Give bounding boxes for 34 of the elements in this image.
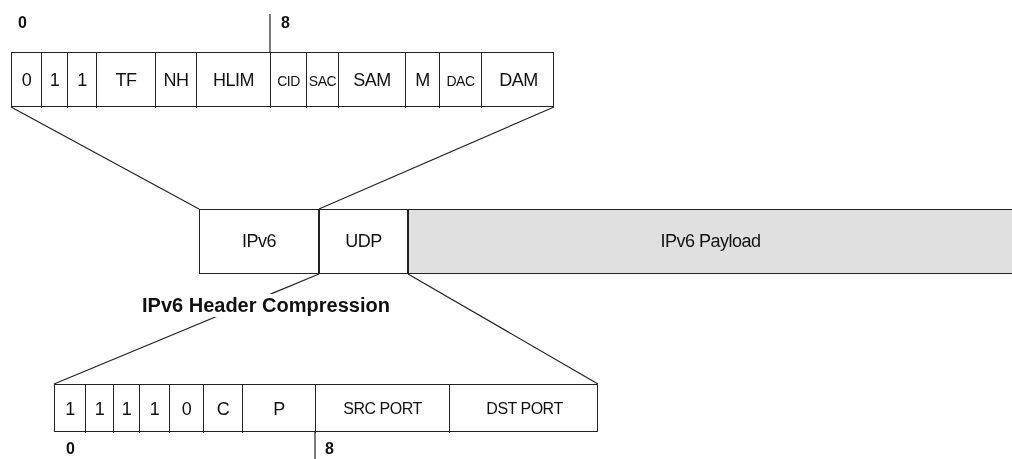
bit-field-cell: DAM — [482, 53, 555, 108]
projection-line — [318, 106, 555, 210]
bit-field-cell: C — [204, 385, 243, 433]
bit-field-cell: 1 — [42, 53, 68, 108]
bit-number: 8 — [281, 14, 290, 32]
bit-field-cell: SRC PORT — [316, 385, 450, 433]
bit-field-cell: SAM — [339, 53, 406, 108]
header-bar — [54, 384, 598, 432]
bit-field-cell: CID — [271, 53, 307, 108]
bit-number: 8 — [325, 440, 334, 458]
bit-field-cell: 1 — [140, 385, 170, 433]
bit-field-cell: TF — [97, 53, 156, 108]
header-bar — [11, 52, 554, 107]
bit-field-cell: 1 — [55, 385, 86, 433]
bit-field-cell: HLIM — [197, 53, 271, 108]
bit-number: 0 — [18, 14, 27, 32]
bit-field-cell: P — [243, 385, 316, 433]
projection-line — [407, 273, 599, 385]
bit-field-cell: SAC — [307, 53, 339, 108]
bit-field-cell: 0 — [12, 53, 42, 108]
bit-field-cell: 1 — [68, 53, 97, 108]
packet-segment: IPv6 — [199, 209, 319, 274]
packet-segment: UDP — [319, 209, 408, 274]
bit-field-cell: DST PORT — [450, 385, 599, 433]
payload-segment: IPv6 Payload — [408, 209, 1012, 274]
bit-field-cell: 1 — [86, 385, 114, 433]
bit-field-cell: 1 — [114, 385, 140, 433]
bit-number: 0 — [66, 440, 75, 458]
projection-line — [10, 106, 200, 210]
bit-field-cell: DAC — [440, 53, 482, 108]
bit-field-cell: M — [406, 53, 440, 108]
bit-field-cell: NH — [156, 53, 197, 108]
caption-title: IPv6 Header Compression — [140, 294, 392, 317]
bit-field-cell: 0 — [170, 385, 204, 433]
